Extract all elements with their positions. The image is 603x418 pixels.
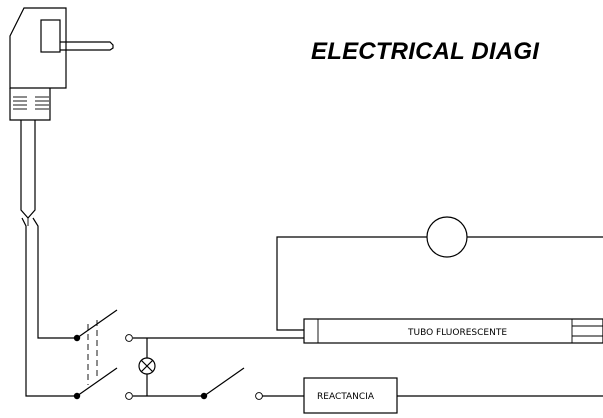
ballast-label: REACTANCIA (317, 392, 375, 402)
lower-supply-wire (21, 217, 74, 397)
light-switch (200, 367, 304, 400)
power-cable (20, 120, 36, 226)
plug-icon (9, 7, 114, 121)
lower-switch-contact (125, 392, 133, 400)
main-switch (73, 309, 118, 400)
fluorescent-tube (303, 318, 603, 344)
ballast (303, 377, 603, 414)
upper-supply-wire (32, 217, 74, 339)
pilot-lamp-icon (138, 338, 156, 396)
starter-circuit (276, 216, 603, 331)
starter-icon (426, 216, 468, 258)
diagram-title: ELECTRICAL DIAGI (311, 38, 540, 65)
upper-switch-contact (125, 334, 133, 342)
tube-label: TUBO FLUORESCENTE (407, 328, 507, 338)
